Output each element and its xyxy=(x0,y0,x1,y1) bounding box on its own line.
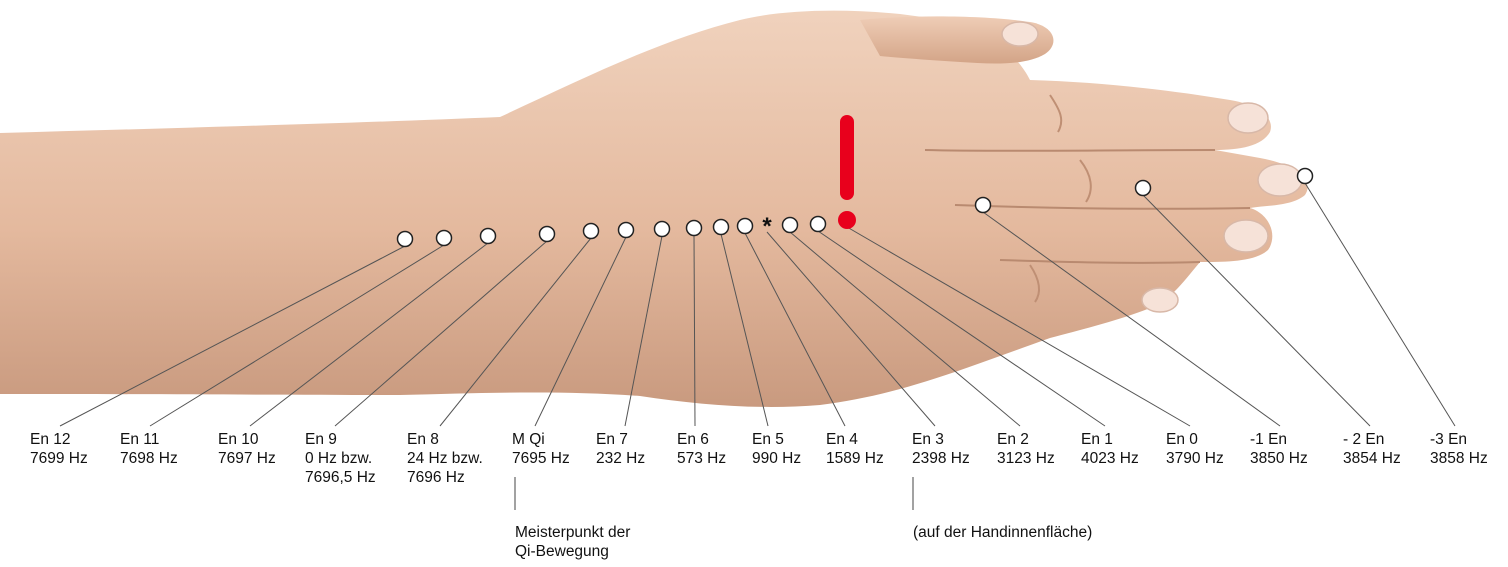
point-label: M Qi7695 Hz xyxy=(512,430,570,468)
fingernail-pinky xyxy=(1142,288,1178,312)
point-frequency: 7698 Hz xyxy=(120,449,178,468)
finger-separation-1 xyxy=(925,150,1215,151)
point-marker xyxy=(1298,169,1313,184)
point-name: En 12 xyxy=(30,430,88,449)
point-label: En 23123 Hz xyxy=(997,430,1055,468)
point-frequency: 990 Hz xyxy=(752,449,801,468)
point-label: - 2 En3854 Hz xyxy=(1343,430,1401,468)
point-label: En 32398 Hz xyxy=(912,430,970,468)
point-marker xyxy=(811,217,826,232)
point-frequency: 3854 Hz xyxy=(1343,449,1401,468)
exclamation-dot xyxy=(838,211,856,229)
exclamation-bar xyxy=(840,115,854,200)
point-label: En 7232 Hz xyxy=(596,430,645,468)
point-marker xyxy=(619,223,634,238)
point-name: En 8 xyxy=(407,430,483,449)
point-name: En 9 xyxy=(305,430,376,449)
point-frequency: 2398 Hz xyxy=(912,449,970,468)
point-name: -1 En xyxy=(1250,430,1308,449)
point-name: En 6 xyxy=(677,430,726,449)
point-label: En 117698 Hz xyxy=(120,430,178,468)
handinnen-note: (auf der Handinnenfläche) xyxy=(913,523,1092,542)
point-frequency: 1589 Hz xyxy=(826,449,884,468)
point-name: En 0 xyxy=(1166,430,1224,449)
point-frequency: 3123 Hz xyxy=(997,449,1055,468)
point-label: -1 En3850 Hz xyxy=(1250,430,1308,468)
point-marker xyxy=(437,231,452,246)
point-marker xyxy=(398,232,413,247)
point-marker xyxy=(976,198,991,213)
point-label: En 5990 Hz xyxy=(752,430,801,468)
fingernail-ring xyxy=(1224,220,1268,252)
fingernail-thumb xyxy=(1002,22,1038,46)
point-label: En 824 Hz bzw.7696 Hz xyxy=(407,430,483,487)
meisterpunkt-line2: Qi-Bewegung xyxy=(515,542,630,561)
point-marker xyxy=(714,220,729,235)
meisterpunkt-line1: Meisterpunkt der xyxy=(515,523,630,542)
point-name: En 11 xyxy=(120,430,178,449)
fingernail-index xyxy=(1228,103,1268,133)
point-label: En 107697 Hz xyxy=(218,430,276,468)
point-frequency-alt: 7696,5 Hz xyxy=(305,468,376,487)
point-name: M Qi xyxy=(512,430,570,449)
point-marker xyxy=(584,224,599,239)
point-name: En 7 xyxy=(596,430,645,449)
point-name: En 1 xyxy=(1081,430,1139,449)
point-name: En 10 xyxy=(218,430,276,449)
point-frequency-alt: 7696 Hz xyxy=(407,468,483,487)
leader-line xyxy=(1305,183,1455,426)
point-marker xyxy=(1136,181,1151,196)
point-frequency: 3790 Hz xyxy=(1166,449,1224,468)
point-label: En 6573 Hz xyxy=(677,430,726,468)
point-name: En 5 xyxy=(752,430,801,449)
point-frequency: 0 Hz bzw. xyxy=(305,449,376,468)
asterisk-mark: * xyxy=(762,213,772,240)
point-frequency: 3850 Hz xyxy=(1250,449,1308,468)
meisterpunkt-note: Meisterpunkt der Qi-Bewegung xyxy=(515,523,630,561)
point-label: En 03790 Hz xyxy=(1166,430,1224,468)
point-label: En 41589 Hz xyxy=(826,430,884,468)
point-label: En 90 Hz bzw.7696,5 Hz xyxy=(305,430,376,487)
point-marker xyxy=(783,218,798,233)
point-frequency: 3858 Hz xyxy=(1430,449,1488,468)
point-frequency: 7697 Hz xyxy=(218,449,276,468)
point-frequency: 24 Hz bzw. xyxy=(407,449,483,468)
point-label: En 14023 Hz xyxy=(1081,430,1139,468)
point-name: - 2 En xyxy=(1343,430,1401,449)
point-frequency: 7699 Hz xyxy=(30,449,88,468)
point-frequency: 4023 Hz xyxy=(1081,449,1139,468)
point-name: -3 En xyxy=(1430,430,1488,449)
point-name: En 2 xyxy=(997,430,1055,449)
point-frequency: 232 Hz xyxy=(596,449,645,468)
fingernail-middle xyxy=(1258,164,1302,196)
point-frequency: 7695 Hz xyxy=(512,449,570,468)
point-frequency: 573 Hz xyxy=(677,449,726,468)
point-label: -3 En3858 Hz xyxy=(1430,430,1488,468)
point-marker xyxy=(481,229,496,244)
point-marker xyxy=(687,221,702,236)
point-label: En 127699 Hz xyxy=(30,430,88,468)
point-marker xyxy=(540,227,555,242)
point-marker xyxy=(738,219,753,234)
point-name: En 3 xyxy=(912,430,970,449)
point-marker xyxy=(655,222,670,237)
point-name: En 4 xyxy=(826,430,884,449)
